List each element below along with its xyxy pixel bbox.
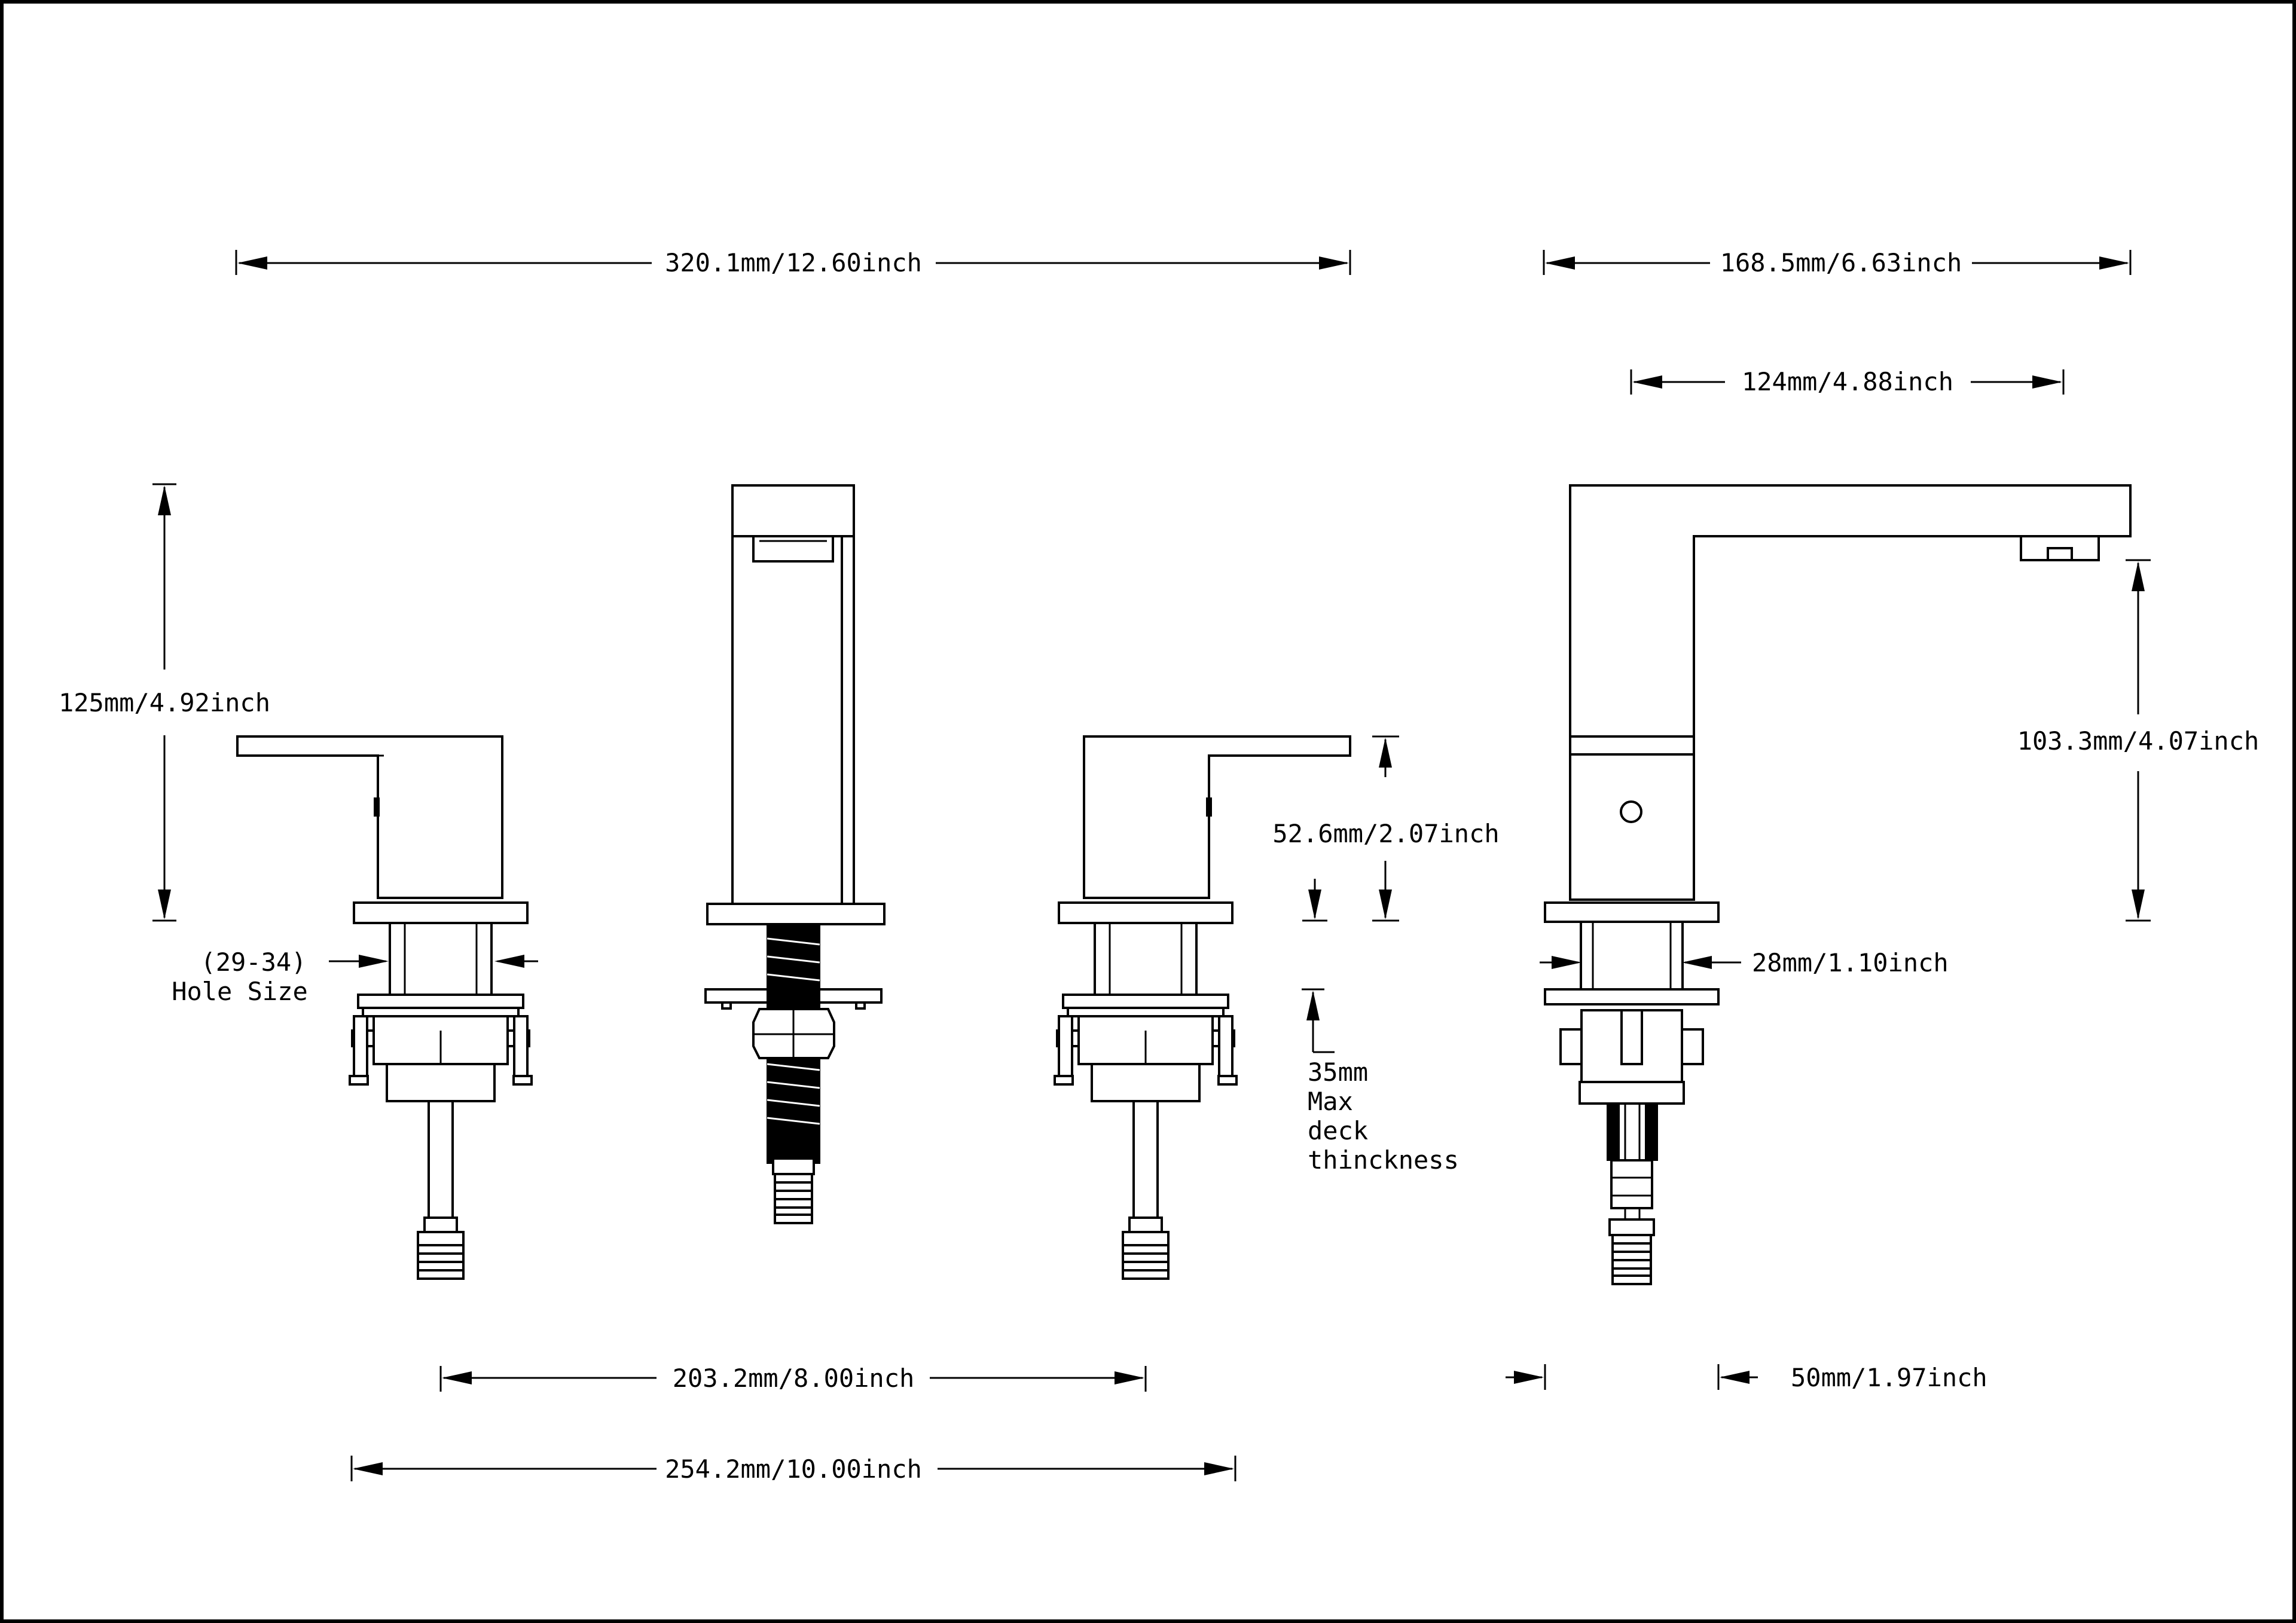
spout-front-view bbox=[704, 484, 886, 1224]
set-screw-icon bbox=[1620, 800, 1642, 823]
min-spread-label: 203.2mm/8.00inch bbox=[673, 1364, 915, 1393]
spout-reach-label: 124mm/4.88inch bbox=[1742, 367, 1953, 396]
dimension-labels: 320.1mm/12.60inch 168.5mm/6.63inch 124mm… bbox=[59, 248, 2259, 1484]
hole-size-range-label: (29-34) bbox=[200, 947, 306, 977]
max-spread-label: 254.2mm/10.00inch bbox=[665, 1454, 922, 1484]
hole-diameter-label: 28mm/1.10inch bbox=[1752, 948, 1949, 977]
deck-thickness-line1: Max bbox=[1308, 1087, 1353, 1116]
hole-size-label: Hole Size bbox=[172, 977, 308, 1006]
dimension-lines bbox=[152, 250, 2151, 1481]
spout-depth-label: 168.5mm/6.63inch bbox=[1720, 248, 1962, 277]
deck-thickness-line3: thinckness bbox=[1308, 1145, 1459, 1175]
base-width-label: 50mm/1.97inch bbox=[1791, 1363, 1987, 1392]
deck-thickness-line2: deck bbox=[1308, 1116, 1368, 1145]
spout-height-label: 125mm/4.92inch bbox=[59, 688, 270, 717]
deck-thickness-value: 35mm bbox=[1308, 1057, 1368, 1087]
spout-side-view bbox=[1544, 484, 2132, 1285]
handle-height-label: 52.6mm/2.07inch bbox=[1272, 819, 1499, 848]
right-handle-view bbox=[1054, 735, 1351, 1280]
spout-clearance-label: 103.3mm/4.07inch bbox=[2017, 726, 2260, 756]
left-handle-view bbox=[236, 735, 533, 1280]
overall-width-label: 320.1mm/12.60inch bbox=[665, 248, 922, 277]
